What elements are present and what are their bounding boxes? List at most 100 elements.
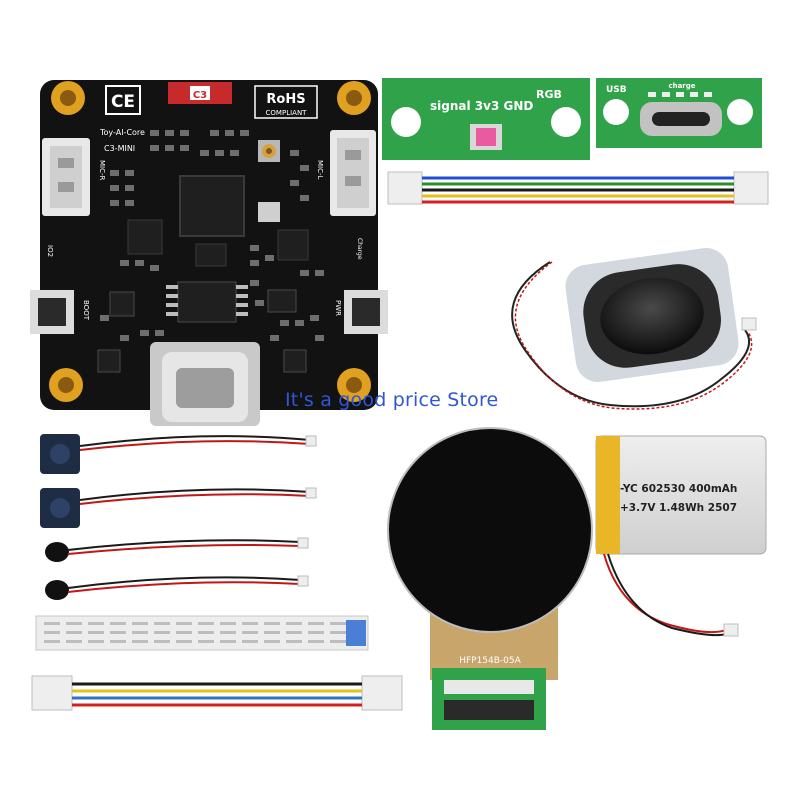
ribbon-print-mark <box>242 622 258 625</box>
ribbon-print-mark <box>286 622 302 625</box>
smd-component <box>300 270 309 276</box>
speaker <box>511 248 757 410</box>
display-adapter-board <box>432 668 546 730</box>
button-with-wire <box>40 487 317 528</box>
smd-component <box>180 130 189 136</box>
smd-component <box>120 335 129 341</box>
smd-component <box>135 260 144 266</box>
ribbon-print-mark <box>88 640 104 643</box>
c3-tab-label: C3 <box>193 90 207 101</box>
main-board: CE C3 RoHS COMPLIANT Toy-AI-Core C3-MINI… <box>30 80 388 426</box>
usb-board-usb-label: USB <box>606 85 627 95</box>
ribbon-print-mark <box>88 631 104 634</box>
smd-component <box>270 335 279 341</box>
charge-board-label: Charge <box>356 238 363 260</box>
smd-component <box>125 185 134 191</box>
smd-component <box>225 130 234 136</box>
mounting-hole <box>51 81 85 115</box>
smd-component <box>250 245 259 251</box>
button-with-wire <box>40 434 317 474</box>
ribbon-print-mark <box>154 622 170 625</box>
smd-component <box>280 320 289 326</box>
rohs-label: RoHS <box>266 92 305 107</box>
microphone-with-wire <box>45 537 309 562</box>
smd-component <box>125 200 134 206</box>
smd-component <box>210 130 219 136</box>
smd-component <box>300 165 309 171</box>
four-wire-cable <box>31 675 403 711</box>
ribbon-print-mark <box>308 631 324 634</box>
passive-components <box>100 130 324 341</box>
main-chip <box>179 175 245 237</box>
ribbon-print-mark <box>132 631 148 634</box>
smd-component <box>250 260 259 266</box>
ce-mark-box <box>105 85 141 115</box>
smd-component <box>155 330 164 336</box>
rohs-compliant-label: COMPLIANT <box>266 109 308 117</box>
mounting-hole <box>551 107 581 137</box>
smd-component <box>315 270 324 276</box>
smd-component <box>150 145 159 151</box>
ribbon-print-mark <box>286 640 302 643</box>
io2-label: IO2 <box>46 245 54 257</box>
mic-r-connector <box>42 138 90 216</box>
mounting-hole <box>337 81 371 115</box>
chip <box>97 349 121 373</box>
ribbon-print-mark <box>220 631 236 634</box>
ribbon-print-mark <box>286 631 302 634</box>
ribbon-print-mark <box>44 622 60 625</box>
board-name-line1: Toy-AI-Core <box>99 128 145 137</box>
five-wire-cable <box>387 171 769 205</box>
ribbon-print-mark <box>330 640 346 643</box>
ribbon-print-mark <box>308 640 324 643</box>
ribbon-print-mark <box>66 640 82 643</box>
rgb-board-rgb-label: RGB <box>536 88 562 101</box>
driver-chip-pins <box>166 285 248 316</box>
boot-label: BOOT <box>82 300 90 321</box>
smd-component <box>300 195 309 201</box>
smd-component <box>240 130 249 136</box>
mounting-hole <box>727 99 753 125</box>
ribbon-print-mark <box>198 622 214 625</box>
smd-component <box>150 130 159 136</box>
smd-component <box>100 315 109 321</box>
smd-component <box>165 130 174 136</box>
smd-component <box>310 315 319 321</box>
driver-chip <box>177 281 237 323</box>
board-name-line2: C3-MINI <box>104 144 135 153</box>
ribbon-print-mark <box>110 631 126 634</box>
ribbon-print-mark <box>154 640 170 643</box>
crystal <box>258 202 280 222</box>
mounting-hole <box>49 368 83 402</box>
ribbon-print-mark <box>330 622 346 625</box>
ribbon-print-mark <box>88 622 104 625</box>
ribbon-print-mark <box>176 622 192 625</box>
ribbon-print-mark <box>132 622 148 625</box>
chip <box>267 289 297 313</box>
ribbon-print-mark <box>110 640 126 643</box>
ribbon-print-mark <box>176 631 192 634</box>
boot-button <box>30 290 74 334</box>
smd-component <box>120 260 129 266</box>
smd-component <box>140 330 149 336</box>
mounting-hole <box>603 99 629 125</box>
store-watermark: It's a good price Store <box>285 389 499 411</box>
ribbon-print-mark <box>198 631 214 634</box>
smd-component <box>125 170 134 176</box>
mounting-hole <box>391 107 421 137</box>
chip <box>283 349 307 373</box>
ribbon-print-mark <box>66 622 82 625</box>
ribbon-print-mark <box>220 640 236 643</box>
rgb-board: signal 3v3 GND RGB <box>382 78 590 160</box>
rgb-led <box>470 124 502 150</box>
smd-component <box>110 185 119 191</box>
smd-component <box>290 180 299 186</box>
ribbon-print-mark <box>198 640 214 643</box>
smd-component <box>215 150 224 156</box>
mic-l-label: MIC-L <box>316 160 324 180</box>
chip <box>277 229 309 261</box>
smd-component <box>230 150 239 156</box>
pwr-label: PWR <box>334 300 342 316</box>
